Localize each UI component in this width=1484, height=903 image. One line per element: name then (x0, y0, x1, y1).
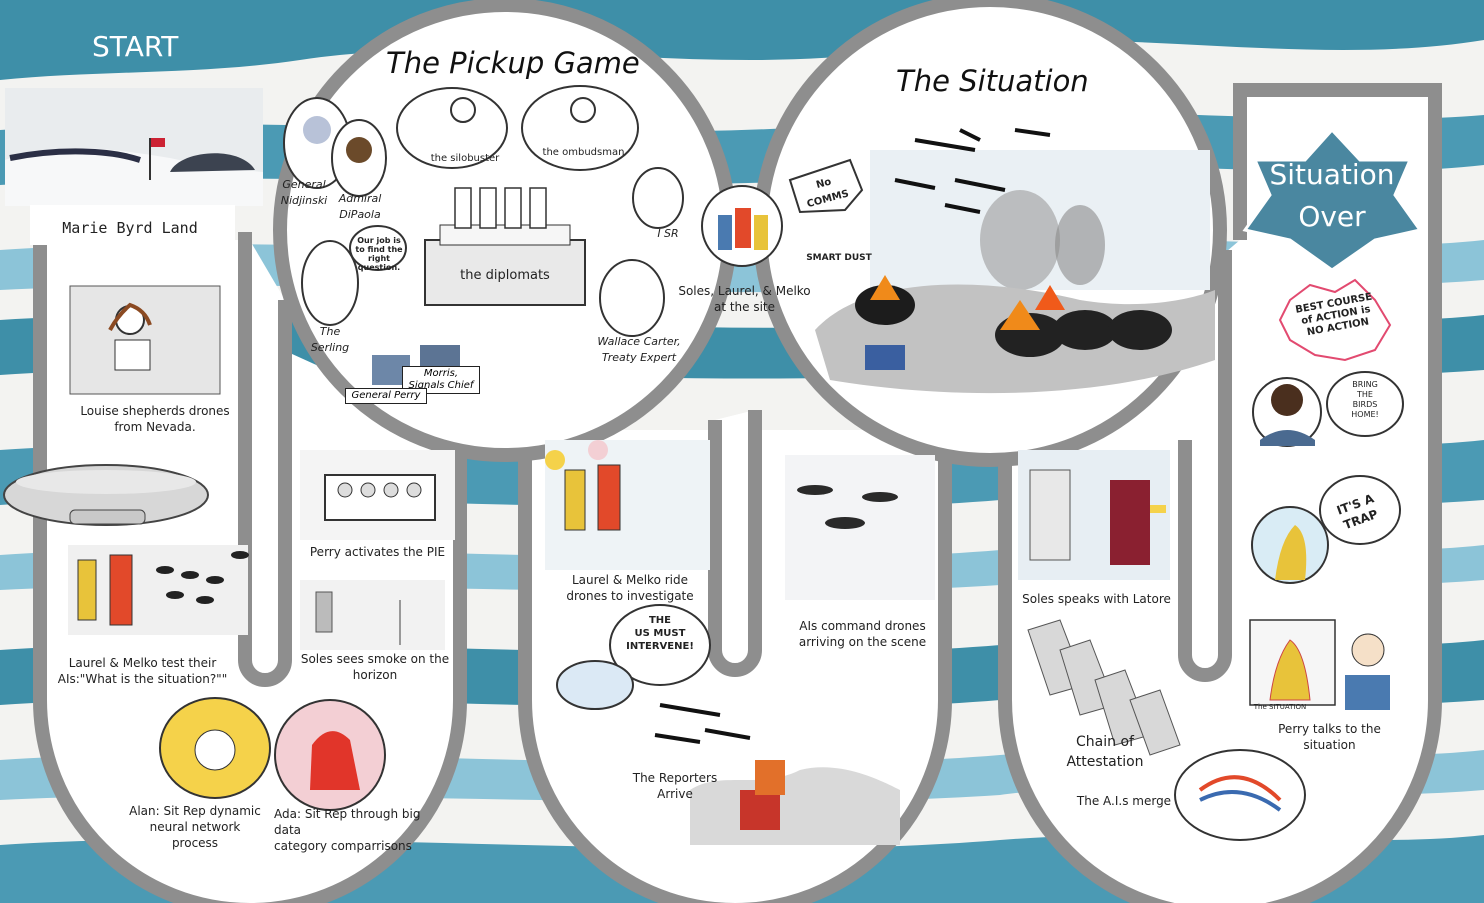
wallace-carter-line2: Treaty Expert (601, 351, 677, 364)
soles-latore-label: Soles speaks with Latore (1022, 592, 1171, 606)
laurel-ride-label: Laurel & Melko ride drones to investigat… (560, 572, 700, 604)
situation-illustrations (788, 128, 1215, 394)
chain-of-attestation-label: Chain of Attestation (1050, 732, 1160, 772)
soles-smoke-line2: horizon (352, 668, 398, 682)
laurel-test-line2: AIs:"What is the situation?"" (57, 672, 228, 686)
situation-over-star (1242, 127, 1423, 272)
blimp-scene (3, 464, 209, 526)
marie-byrd-land-label: Marie Byrd Land (62, 219, 198, 237)
us-must-line2: US MUST (634, 628, 686, 639)
ombudsman-label: the ombudsman (542, 147, 625, 158)
at-site-label: Soles, Laurel, & Melko at the site (672, 283, 817, 315)
bring-line1: BRING (1352, 380, 1378, 389)
reporters-line1: The Reporters (632, 771, 718, 785)
laurel-ride-line2: drones to investigate (566, 589, 694, 603)
us-must-line1: THE (648, 615, 672, 626)
ais-merge-label: The A.I.s merge (1076, 794, 1172, 808)
soles-latore-scene (1018, 450, 1170, 580)
situation-title: The Situation (896, 64, 1089, 98)
marie-byrd-land-scene (5, 88, 263, 245)
general-nidjinski-label: General Nidjinski (278, 177, 330, 209)
admiral-dipaola-label: Admiral DiPaola (334, 191, 386, 223)
us-must-line3: INTERVENE! (626, 641, 694, 652)
at-site-line2: at the site (713, 300, 776, 314)
louise-line1: Louise shepherds drones (80, 404, 230, 418)
wallace-carter-label: Wallace Carter, Treaty Expert (594, 334, 684, 366)
ais-command-line2: arriving on the scene (798, 635, 927, 649)
its-a-trap-scene (1251, 475, 1401, 584)
alan-label: Alan: Sit Rep dynamic neural network pro… (125, 803, 265, 851)
soles-smoke-label: Soles sees smoke on the horizon (300, 651, 450, 683)
us-must-intervene-label: THE US MUST INTERVENE! (618, 614, 702, 653)
ais-command-label: AIs command drones arriving on the scene (790, 618, 935, 650)
ada-label: Ada: Sit Rep through big data category c… (274, 806, 442, 854)
laurel-test-line1: Laurel & Melko test their (68, 656, 217, 670)
ada-line1: Ada: Sit Rep through big data (274, 807, 421, 837)
chain-of-attestation-scene (1027, 619, 1181, 756)
general-perry-box: General Perry (345, 388, 427, 404)
best-course-badge (1278, 278, 1392, 362)
situation-over-line2: Over (1298, 200, 1366, 233)
at-site-line1: Soles, Laurel, & Melko (678, 284, 811, 298)
us-must-intervene-scene (556, 604, 711, 710)
ada-line2: category comparrisons (274, 839, 412, 853)
laurel-ride-line1: Laurel & Melko ride (571, 573, 689, 587)
general-nidjinski-line1: General (282, 178, 326, 191)
reporters-scene (654, 703, 900, 845)
laurel-test-label: Laurel & Melko test their AIs:"What is t… (55, 655, 230, 687)
ais-command-scene (785, 455, 935, 600)
silobuster-label: the silobuster (430, 153, 500, 164)
bring-line4: HOME! (1351, 410, 1379, 419)
diplomats-label: the diplomats (460, 268, 550, 283)
serling-quote: Our job is to find the right question. (355, 236, 403, 272)
pie-scene (300, 450, 455, 540)
laurel-melko-test-scene (68, 545, 249, 635)
alan-line1: Alan: Sit Rep dynamic (129, 804, 261, 818)
ada-cloud (274, 699, 386, 811)
soles-smoke-line1: Soles sees smoke on the (300, 652, 450, 666)
isr-label: I SR (657, 227, 679, 240)
perry-pie-label: Perry activates the PIE (309, 545, 446, 559)
pickup-game-title: The Pickup Game (386, 46, 640, 80)
soles-smoke-scene (300, 580, 445, 650)
general-nidjinski-line2: Nidjinski (280, 194, 328, 207)
alan-cloud (159, 697, 271, 799)
louise-line2: from Nevada. (114, 420, 196, 434)
bring-line2: THE (1357, 390, 1373, 399)
chain-line2: Attestation (1066, 754, 1144, 770)
louise-drones-scene (69, 285, 221, 395)
start-label: START (92, 30, 179, 63)
the-situation-small-label: The SITUATION (1253, 703, 1307, 711)
serling-label: The Serling (310, 325, 350, 354)
at-site-portrait (701, 185, 783, 267)
situation-over-label: Situation Over (1262, 154, 1402, 238)
louise-label: Louise shepherds drones from Nevada. (70, 403, 240, 435)
reporters-line2: Arrive (657, 787, 693, 801)
admiral-dipaola-line1: Admiral (338, 192, 382, 205)
ais-merge-cloud (1174, 749, 1306, 841)
perry-talks-scene (1249, 619, 1390, 710)
chain-line1: Chain of (1076, 734, 1134, 750)
ais-command-line1: AIs command drones (799, 619, 926, 633)
smart-dust-label: SMART DUST (806, 253, 872, 263)
situation-over-line1: Situation (1269, 158, 1395, 191)
pickup-game-illustrations (283, 85, 684, 385)
bring-line3: BIRDS (1352, 400, 1378, 409)
general-perry-portrait (1252, 371, 1404, 447)
bring-birds-home-label: BRING THE BIRDS HOME! (1345, 380, 1385, 420)
wallace-carter-line1: Wallace Carter, (597, 335, 681, 348)
alan-line2: neural network process (149, 820, 241, 850)
reporters-label: The Reporters Arrive (620, 770, 730, 802)
admiral-dipaola-line2: DiPaola (339, 208, 381, 221)
laurel-ride-scene (545, 440, 710, 570)
perry-talks-label: Perry talks to the situation (1278, 722, 1381, 752)
